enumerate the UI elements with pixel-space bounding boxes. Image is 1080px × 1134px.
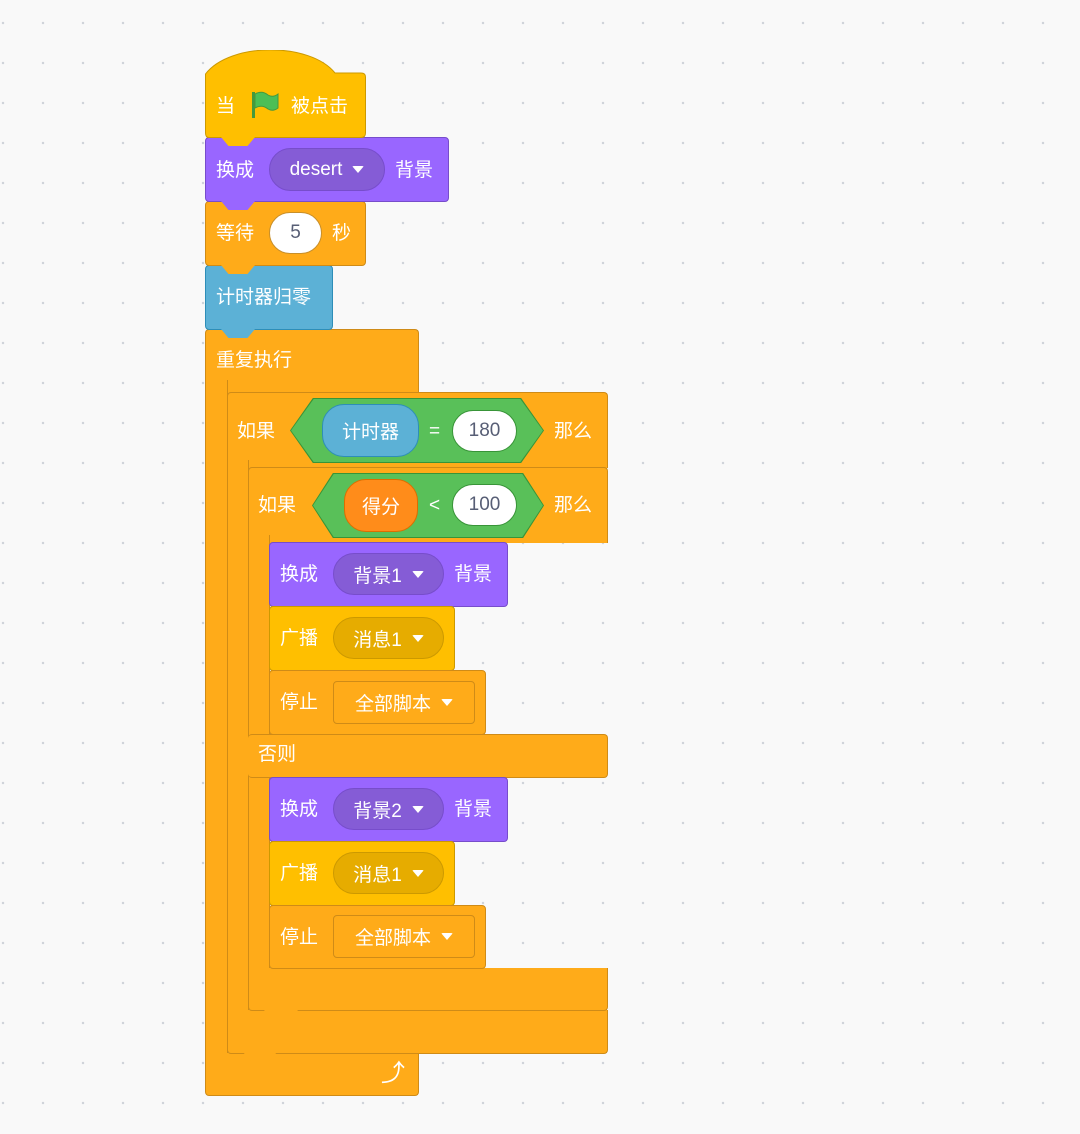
broadcast-label: 广播 xyxy=(280,863,319,884)
message-dropdown[interactable]: 消息1 xyxy=(333,617,444,659)
value-text: 100 xyxy=(468,494,501,515)
notch xyxy=(221,201,255,210)
score-value-input[interactable]: 100 xyxy=(452,484,517,526)
score-label: 得分 xyxy=(361,497,400,518)
dropdown-value: 全部脚本 xyxy=(354,694,431,715)
backdrop-dropdown[interactable]: 背景2 xyxy=(333,788,444,830)
notch xyxy=(243,1052,277,1061)
switch-label: 换成 xyxy=(280,799,319,820)
backdrop-suffix: 背景 xyxy=(454,799,493,820)
stop-label: 停止 xyxy=(280,692,319,713)
notch xyxy=(264,1010,298,1019)
then-label: 那么 xyxy=(554,421,593,442)
value-text: 5 xyxy=(290,222,301,243)
timer-value-input[interactable]: 180 xyxy=(452,410,517,452)
green-flag-icon xyxy=(252,91,279,118)
dropdown-value: 消息1 xyxy=(353,629,402,651)
reset-timer-label: 计时器归零 xyxy=(216,287,312,308)
backdrop-dropdown[interactable]: 背景1 xyxy=(333,553,444,595)
chevron-down-icon xyxy=(411,634,424,642)
notch xyxy=(221,265,255,274)
seconds-label: 秒 xyxy=(332,223,352,244)
hat-shape xyxy=(205,50,366,138)
message-dropdown[interactable]: 消息1 xyxy=(333,852,444,894)
stop-dropdown[interactable]: 全部脚本 xyxy=(333,915,475,958)
hat-prefix: 当 xyxy=(216,96,236,117)
less-than-sign: < xyxy=(429,495,441,516)
hat-suffix: 被点击 xyxy=(291,96,349,117)
wait-seconds-input[interactable]: 5 xyxy=(269,212,322,254)
dropdown-value: desert xyxy=(289,158,343,180)
value-text: 180 xyxy=(468,420,501,441)
forever-label: 重复执行 xyxy=(216,350,293,371)
dropdown-value: 全部脚本 xyxy=(354,928,431,949)
stop-label: 停止 xyxy=(280,927,319,948)
notch xyxy=(221,329,255,338)
equals-sign: = xyxy=(429,421,441,442)
chevron-down-icon xyxy=(441,699,453,706)
forever-bottom[interactable] xyxy=(205,1053,419,1096)
timer-label: 计时器 xyxy=(341,422,399,443)
chevron-down-icon xyxy=(411,570,424,578)
backdrop-suffix: 背景 xyxy=(395,160,434,181)
if-outer-arm xyxy=(227,460,249,1020)
dropdown-value: 消息1 xyxy=(353,864,402,886)
notch xyxy=(221,137,255,146)
dropdown-value: 背景1 xyxy=(353,565,402,587)
reset-timer-block[interactable] xyxy=(205,265,333,330)
score-reporter[interactable]: 得分 xyxy=(344,479,418,532)
forever-arm xyxy=(205,380,228,1070)
chevron-down-icon xyxy=(411,805,424,813)
stop-dropdown[interactable]: 全部脚本 xyxy=(333,681,475,724)
loop-arrow-icon: ⤴ xyxy=(381,1060,405,1087)
wait-label: 等待 xyxy=(216,223,255,244)
when-flag-clicked-hat[interactable]: 当 被点击 xyxy=(205,50,366,138)
chevron-down-icon xyxy=(441,933,453,940)
then-label: 那么 xyxy=(554,495,593,516)
if-label: 如果 xyxy=(237,421,276,442)
switch-label: 换成 xyxy=(280,564,319,585)
dropdown-value: 背景2 xyxy=(353,800,402,822)
backdrop-dropdown[interactable]: desert xyxy=(269,148,385,191)
backdrop-suffix: 背景 xyxy=(454,564,493,585)
switch-label: 换成 xyxy=(216,160,255,181)
chevron-down-icon xyxy=(411,869,424,877)
if-label: 如果 xyxy=(258,495,297,516)
timer-reporter[interactable]: 计时器 xyxy=(322,404,419,457)
else-label: 否则 xyxy=(258,744,297,765)
else-bar xyxy=(248,734,608,778)
chevron-down-icon xyxy=(352,166,365,173)
if-else-bottom xyxy=(248,968,608,1011)
broadcast-label: 广播 xyxy=(280,628,319,649)
